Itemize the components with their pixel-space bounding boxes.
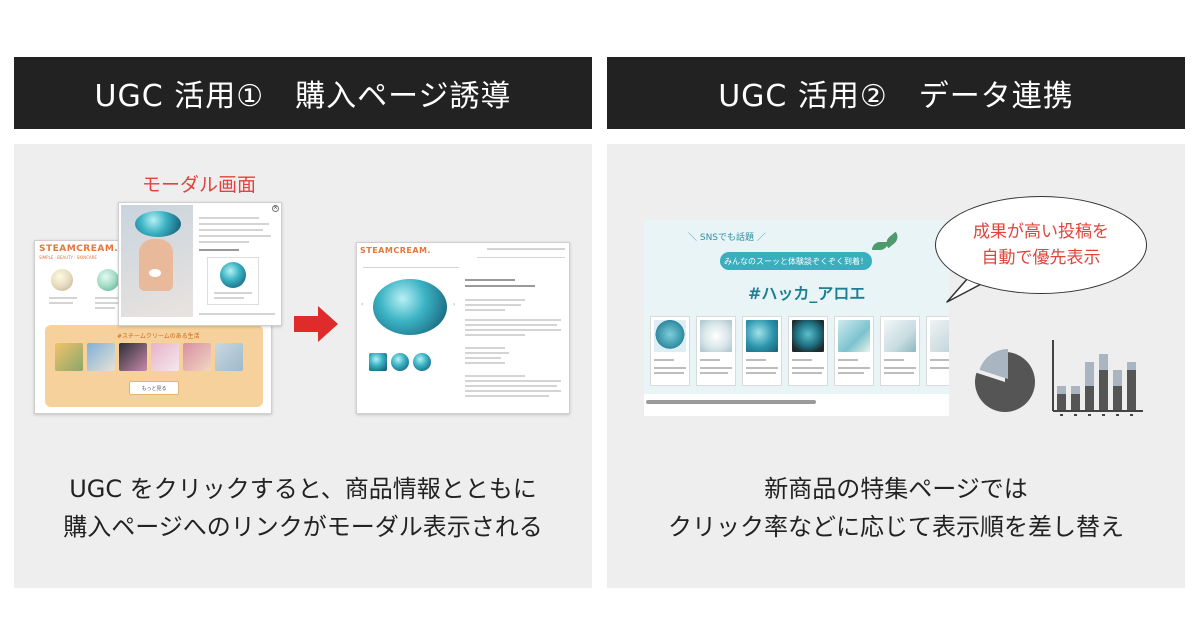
product-tin-image	[135, 211, 181, 237]
hand-image	[139, 239, 173, 291]
bar-segment	[1113, 386, 1122, 410]
product-gallery-thumb[interactable]	[369, 353, 387, 371]
carousel-scrollbar[interactable]	[646, 400, 816, 404]
ugc-use-1-header: UGC 活用① 購入ページ誘導	[14, 57, 592, 129]
modal-label: モーダル画面	[142, 174, 257, 196]
bar-segment	[1057, 394, 1066, 410]
brand-logo: STEAMCREAM.	[39, 244, 119, 254]
ugc-thumb[interactable]	[87, 343, 115, 371]
bar-tick	[1088, 414, 1091, 416]
caption-line: 購入ページへのリンクがモーダル表示される	[63, 513, 543, 541]
bar-tick	[1130, 414, 1133, 416]
brand-logo-tagline: SIMPLE · BEAUTY · SKINCARE	[39, 255, 97, 260]
campaign-hashtag: #ハッカ_アロエ	[748, 284, 866, 303]
ugc-post-card[interactable]	[788, 316, 828, 386]
product-detail-page: STEAMCREAM. ‹ ›	[356, 242, 570, 414]
bubble-text: 自動で優先表示	[981, 248, 1101, 268]
ugc-use-2-caption: 新商品の特集ページでは クリック率などに応じて表示順を差し替え	[607, 470, 1185, 546]
ugc-use-2-panel: ＼ SNSでも話題 ／ みんなのスーッと体験談ぞくぞく到着！ #ハッカ_アロエ	[607, 144, 1185, 588]
ugc-use-1-caption: UGC をクリックすると、商品情報とともに 購入ページへのリンクがモーダル表示さ…	[14, 470, 592, 546]
sns-tag: ＼ SNSでも話題 ／	[688, 233, 766, 243]
bar-tick	[1074, 414, 1077, 416]
ugc-post-card[interactable]	[834, 316, 874, 386]
ugc-gallery-title: #スチームクリームのある生活	[117, 333, 200, 340]
bar-segment	[1127, 370, 1136, 410]
caption-line: クリック率などに応じて表示順を差し替え	[668, 513, 1124, 541]
product-gallery-thumb[interactable]	[413, 353, 431, 371]
bar-tick	[1102, 414, 1105, 416]
product-thumb[interactable]	[97, 269, 119, 291]
caption-line: UGC をクリックすると、商品情報とともに	[69, 475, 537, 503]
ugc-thumb[interactable]	[183, 343, 211, 371]
analytics-icons	[975, 340, 1143, 416]
ugc-use-2-header: UGC 活用② データ連携	[607, 57, 1185, 129]
pie-slice	[979, 349, 1008, 379]
brand-logo: STEAMCREAM.	[360, 246, 432, 255]
bar-chart-icon	[1052, 340, 1143, 416]
ugc-thumb[interactable]	[215, 343, 243, 371]
product-gallery-thumb[interactable]	[391, 353, 409, 371]
pie-chart-icon	[975, 349, 1035, 412]
leaf-icon	[872, 242, 888, 250]
bar-segment	[1071, 394, 1080, 410]
ugc-post-card[interactable]	[742, 316, 782, 386]
ugc-gallery-box: #スチームクリームのある生活 もっと見る	[45, 325, 263, 407]
ugc-post-card[interactable]	[696, 316, 736, 386]
product-tin-image	[220, 262, 246, 288]
product-main-image	[373, 279, 447, 335]
ugc-post-card[interactable]	[880, 316, 920, 386]
bar-segment	[1099, 370, 1108, 410]
chevron-right-icon[interactable]: ›	[453, 301, 456, 308]
bar-segment	[1085, 386, 1094, 410]
chevron-left-icon[interactable]: ‹	[361, 301, 364, 308]
modal-photo	[121, 205, 193, 317]
ugc-modal: ×	[118, 202, 282, 326]
ugc-thumb[interactable]	[151, 343, 179, 371]
speech-bubble: 成果が高い投稿を 自動で優先表示	[935, 196, 1147, 294]
ugc-post-card[interactable]	[650, 316, 690, 386]
ugc-use-1-title: UGC 活用① 購入ページ誘導	[94, 79, 512, 114]
modal-product-card[interactable]	[207, 257, 259, 305]
bar-tick	[1116, 414, 1119, 416]
pie-slice	[975, 352, 1035, 412]
ugc-use-2-title: UGC 活用② データ連携	[718, 79, 1074, 114]
campaign-ribbon: みんなのスーッと体験談ぞくぞく到着！	[720, 252, 872, 270]
bubble-text: 成果が高い投稿を	[973, 222, 1109, 242]
close-icon[interactable]: ×	[272, 205, 279, 212]
ugc-post-card[interactable]	[926, 316, 949, 386]
arrow-right-icon	[294, 306, 338, 342]
product-thumb[interactable]	[51, 269, 73, 291]
caption-line: 新商品の特集ページでは	[764, 475, 1028, 503]
more-button[interactable]: もっと見る	[129, 381, 179, 395]
ugc-thumb[interactable]	[119, 343, 147, 371]
ugc-use-1-panel: モーダル画面 STEAMCREAM. SIMPLE · BEAUTY · SKI…	[14, 144, 592, 588]
feature-page-ugc-widget: ＼ SNSでも話題 ／ みんなのスーッと体験談ぞくぞく到着！ #ハッカ_アロエ	[644, 220, 949, 416]
ugc-thumb[interactable]	[55, 343, 83, 371]
bar-tick	[1060, 414, 1063, 416]
